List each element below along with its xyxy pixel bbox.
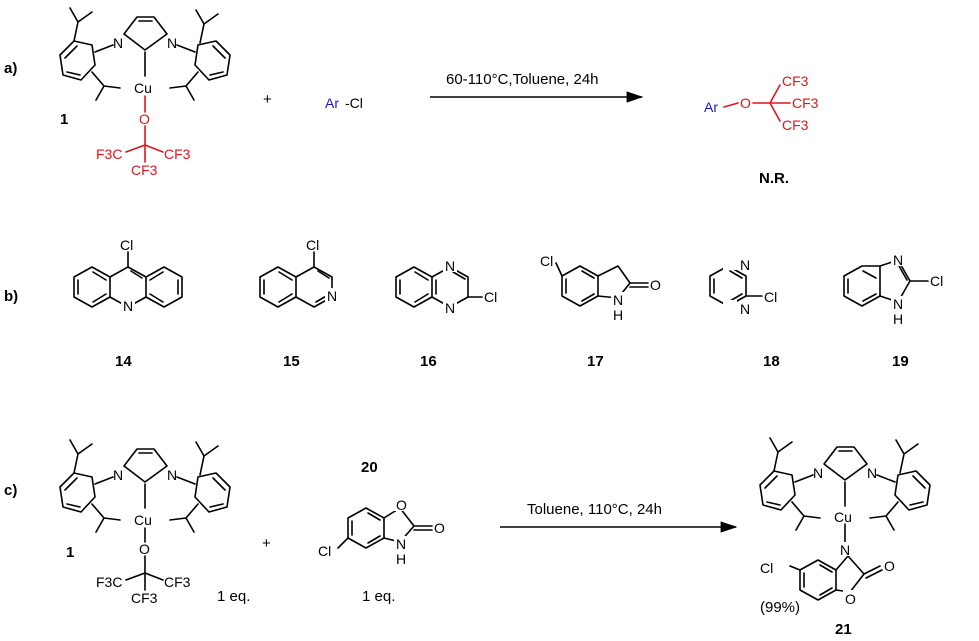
compound-16-structure: N N Cl (395, 258, 497, 316)
compound-number-1: 1 (66, 544, 74, 561)
group-cf3: CF3 (164, 574, 191, 590)
atom-o: O (740, 95, 751, 111)
atom-cl: Cl (306, 237, 319, 253)
compound-number-15: 15 (283, 353, 300, 370)
atom-o: O (396, 497, 407, 513)
panel-a-tag: a) (4, 60, 17, 77)
compound-number-1: 1 (60, 111, 68, 128)
atom-cu: Cu (134, 512, 152, 528)
group-cf3: CF3 (131, 590, 158, 606)
atom-cl: Cl (318, 543, 331, 559)
group-cf3: CF3 (792, 95, 819, 111)
atom-o: O (434, 520, 445, 536)
atom-n: N (123, 298, 133, 314)
atom-n: N (840, 542, 850, 558)
atom-cl: Cl (760, 560, 773, 576)
atom-o: O (139, 111, 150, 127)
atom-n: N (445, 300, 455, 316)
atom-h: H (613, 307, 623, 323)
atom-cl: Cl (120, 237, 133, 253)
complex-1-c: N N Cu O F3C CF3 CF3 (59, 439, 231, 606)
compound-number-20: 20 (361, 459, 378, 476)
atom-n: N (113, 467, 123, 483)
atom-n: N (740, 301, 750, 317)
atom-cl: Cl (484, 289, 497, 305)
atom-o: O (650, 277, 661, 293)
chloro-label: -Cl (345, 95, 363, 111)
compound-18-structure: N N Cl (709, 256, 777, 317)
equivalents-1: 1 eq. (217, 588, 250, 605)
group-cf3: CF3 (131, 162, 158, 178)
aryl-label: Ar (704, 99, 718, 115)
aryl-label: Ar (325, 95, 339, 111)
atom-n: N (813, 465, 823, 481)
atom-h: H (893, 311, 903, 327)
group-f3c: F3C (96, 146, 122, 162)
atom-n: N (445, 258, 455, 274)
compound-19-structure: N N H Cl (843, 252, 943, 327)
group-cf3: CF3 (164, 146, 191, 162)
atom-cl: Cl (540, 253, 553, 269)
atom-cl: Cl (930, 273, 943, 289)
panel-c: c) N N Cu O F3C (4, 437, 931, 638)
aryl-chloride: Ar -Cl (325, 95, 363, 111)
compound-number-21: 21 (835, 621, 852, 638)
conditions-a: 60-110°C,Toluene, 24h (446, 71, 599, 88)
atom-n: N (893, 252, 903, 268)
expected-product: Ar O CF3 CF3 CF3 (704, 73, 819, 133)
atom-n: N (396, 536, 406, 552)
atom-n: N (613, 292, 623, 308)
compound-15-structure: Cl N (259, 237, 339, 308)
group-f3c: F3C (96, 574, 122, 590)
atom-cu: Cu (134, 80, 152, 96)
conditions-c: Toluene, 110°C, 24h (527, 501, 662, 518)
atom-n: N (740, 257, 750, 273)
complex-1-a: N N Cu O F3C CF3 CF3 (59, 7, 231, 178)
atom-n: N (113, 35, 123, 51)
atom-o: O (845, 591, 856, 607)
compound-number-19: 19 (892, 353, 909, 370)
atom-o: O (139, 541, 150, 557)
panel-a: a) (4, 7, 819, 187)
atom-n: N (167, 467, 177, 483)
product-21-structure: N N Cu N O O Cl (759, 437, 931, 607)
compound-number-18: 18 (763, 353, 780, 370)
equivalents-2: 1 eq. (362, 588, 395, 605)
atom-h: H (396, 551, 406, 567)
compound-number-14: 14 (115, 353, 132, 370)
result-no-reaction: N.R. (759, 170, 789, 187)
compound-20-structure: O O N H Cl (318, 497, 445, 567)
compound-number-17: 17 (587, 353, 604, 370)
panel-c-tag: c) (4, 482, 17, 499)
atom-o: O (884, 558, 895, 574)
group-cf3: CF3 (782, 73, 809, 89)
atom-n: N (893, 296, 903, 312)
atom-n: N (867, 465, 877, 481)
plus-sign: + (262, 535, 271, 552)
panel-b: b) Cl N 14 (4, 237, 943, 370)
compound-17-structure: Cl O N H (540, 253, 661, 323)
atom-cl: Cl (764, 289, 777, 305)
panel-b-tag: b) (4, 288, 18, 305)
group-cf3: CF3 (782, 117, 809, 133)
plus-sign: + (263, 91, 272, 108)
atom-cu: Cu (834, 509, 852, 525)
atom-n: N (327, 288, 337, 304)
yield-label: (99%) (760, 599, 800, 616)
compound-14-structure: Cl N (73, 237, 183, 314)
atom-n: N (167, 35, 177, 51)
compound-number-16: 16 (420, 353, 437, 370)
